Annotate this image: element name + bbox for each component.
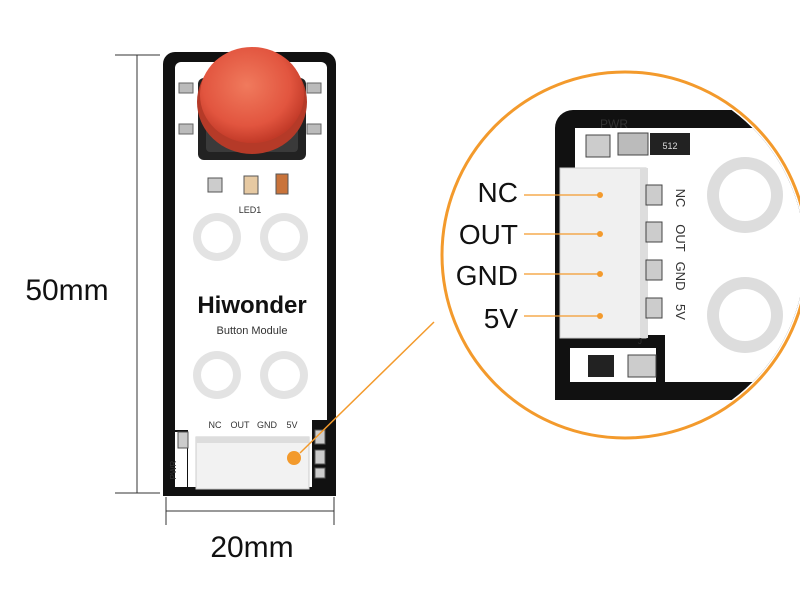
- zoom-pin-labels: NC OUT GND 5V: [456, 177, 603, 334]
- resistor-label: 512: [662, 141, 677, 151]
- module-name: Button Module: [217, 325, 288, 337]
- red-push-button: [197, 47, 307, 160]
- zoom-pwr-label: PWR: [600, 117, 628, 131]
- button-module-board: LED1 Hiwonder Button Module NC OUT GND 5…: [163, 47, 336, 496]
- pin-silk-5v: 5V: [286, 420, 297, 430]
- zoom-silk-5v: 5V: [673, 304, 688, 320]
- pin-silk-nc: NC: [209, 420, 222, 430]
- pin-marker-dot: [287, 451, 301, 465]
- zoom-j-label: J: [638, 337, 642, 346]
- width-dimension: 20mm: [165, 497, 335, 564]
- brand-logo: Hiwonder: [197, 292, 306, 319]
- zoom-silk-out: OUT: [673, 224, 688, 252]
- led-label: LED1: [239, 205, 262, 215]
- height-label: 50mm: [25, 274, 108, 307]
- pin-label-gnd: GND: [456, 260, 518, 291]
- pin-silk-out: OUT: [231, 420, 251, 430]
- zoom-callout: 512 PWR NC OUT GND 5V J NC: [440, 70, 800, 440]
- pwr-label: PWR: [169, 460, 178, 479]
- pin-label-5v: 5V: [484, 303, 519, 334]
- smd-pads: [178, 82, 322, 195]
- pin-silk-gnd: GND: [257, 420, 278, 430]
- height-dimension: 50mm: [25, 54, 160, 494]
- mounting-holes: [193, 213, 308, 399]
- zoom-silk-gnd: GND: [673, 262, 688, 291]
- pin-label-out: OUT: [459, 219, 518, 250]
- zoom-silk-nc: NC: [673, 189, 688, 208]
- width-label: 20mm: [210, 531, 293, 564]
- zoom-leader-line: [299, 321, 435, 454]
- pin-label-nc: NC: [478, 177, 518, 208]
